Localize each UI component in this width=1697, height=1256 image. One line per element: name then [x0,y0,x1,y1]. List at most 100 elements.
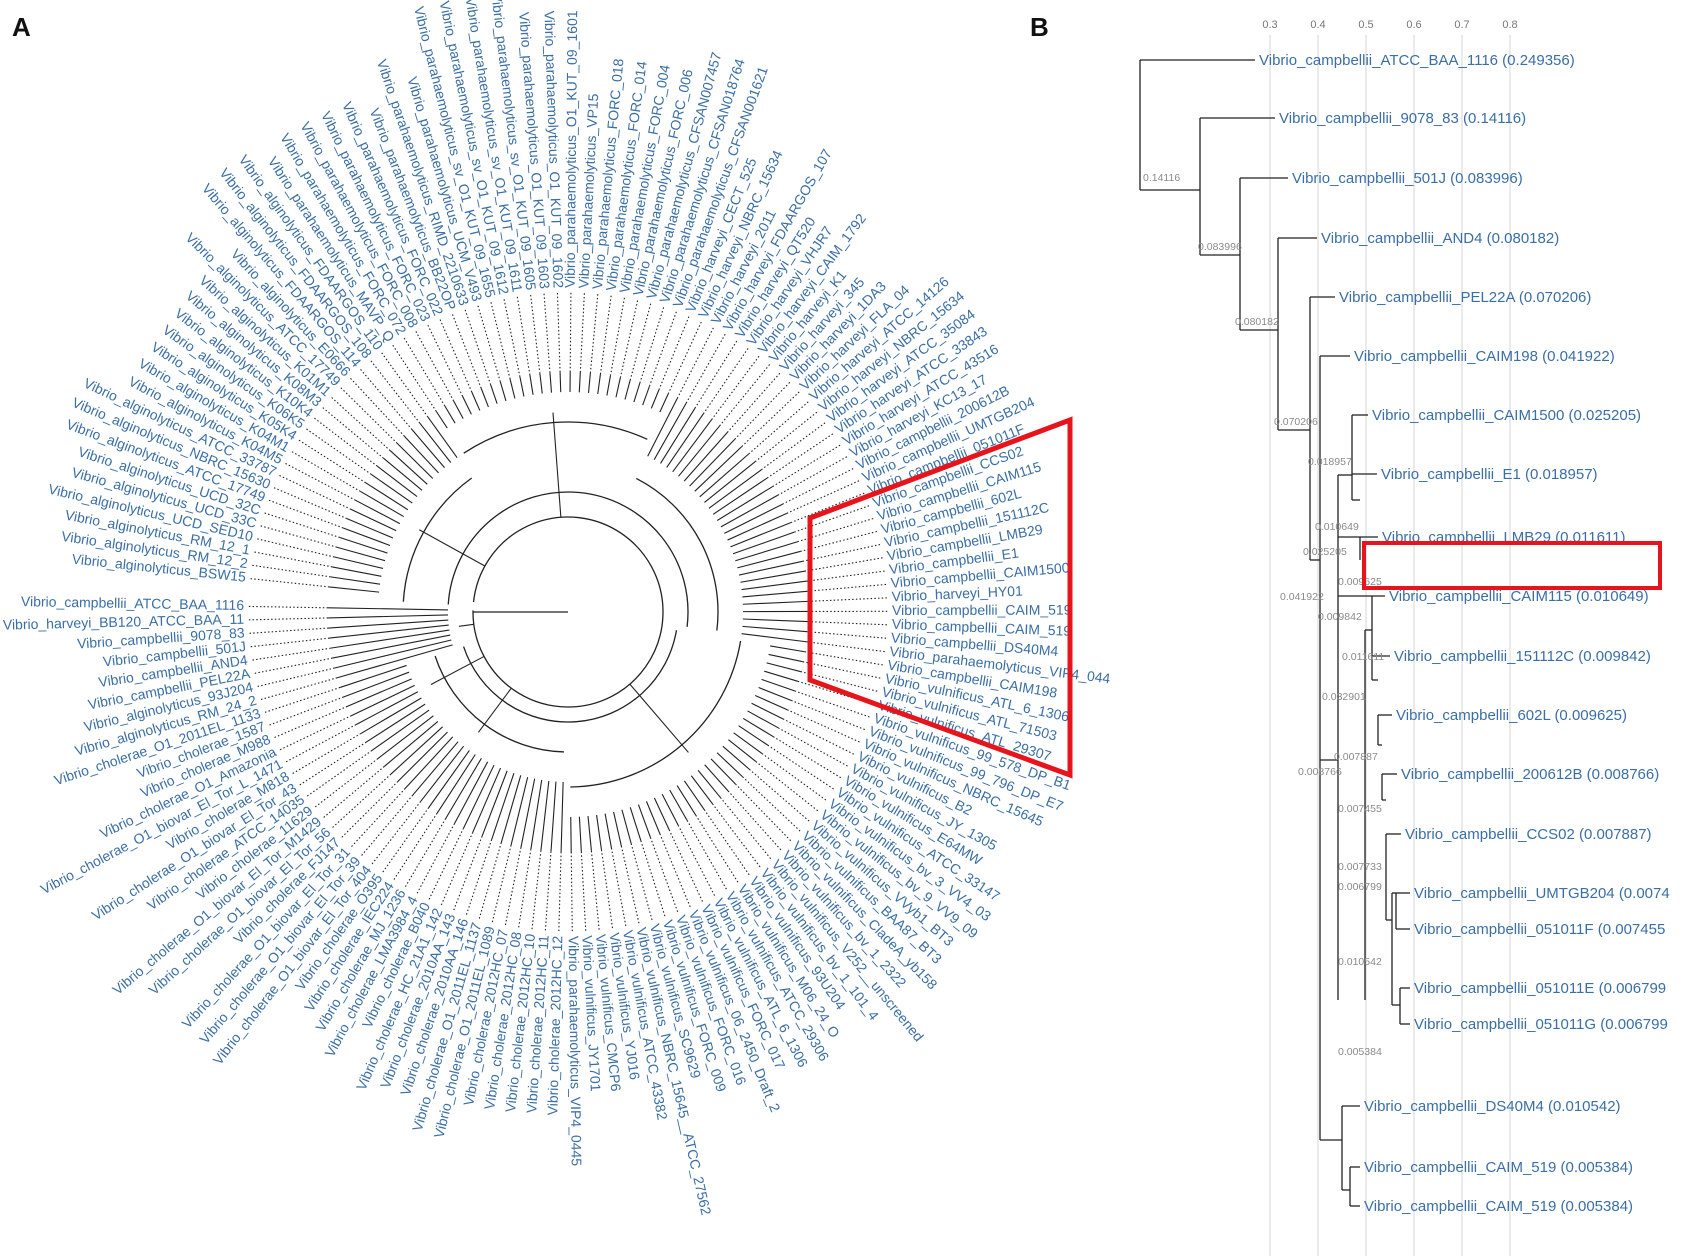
leaf-dotted-connector [786,479,860,514]
leaf-dotted-connector [544,851,552,932]
rect-leaf-label: Vibrio_campbellii_UMTGB204 (0.0074 [1414,885,1670,902]
leaf-dotted-connector [268,499,344,529]
leaf-dotted-connector [279,715,352,751]
leaf-dotted-connector [322,766,385,819]
leaf-branch [678,425,720,477]
leaf-dotted-connector [804,557,884,572]
leaf-branch [689,438,736,487]
leaf-branch [463,764,495,829]
node-support-label: 0.083996 [1198,241,1242,253]
leaf-branch [453,400,464,419]
leaf-dotted-connector [264,686,341,714]
highlight-box [1362,541,1662,590]
leaf-branch [741,580,807,591]
leaf-branch [428,750,470,808]
leaf-branch [716,752,743,778]
leaf-dotted-connector [600,849,614,929]
rect-leaf-label: Vibrio_campbellii_051011E (0.006799 [1414,980,1666,997]
rect-tree-branches [1139,59,1410,1207]
rect-leaf-label: Vibrio_campbellii_9078_83 (0.14116) [1279,110,1526,127]
leaf-branch [645,801,661,834]
node-support-values: 0.141160.0839960.0801820.0702060.0252050… [1143,172,1384,1058]
leaf-dotted-connector [727,790,782,851]
leaf-dotted-connector [464,308,492,385]
leaf-dotted-connector [452,835,483,912]
leaf-branch [742,717,774,738]
leaf-branch [741,633,807,643]
leaf-dotted-connector [440,832,474,906]
leaf-dotted-connector [782,467,855,505]
axis-tick-label: 0.7 [1454,19,1469,31]
rect-leaf-label: Vibrio_campbellii_051011F (0.007455 [1414,921,1665,938]
leaf-branch [647,398,678,457]
leaf-dotted-connector [381,807,430,873]
leaf-branch [766,662,801,673]
leaf-branch [472,767,502,833]
leaf-branch [724,503,783,534]
leaf-branch [764,670,798,682]
leaf-branch [351,684,415,717]
leaf-branch [435,411,448,429]
leaf-dotted-connector [766,432,834,479]
node-support-label: 0.070206 [1274,416,1318,428]
leaf-dotted-connector [777,727,849,767]
axis-tick-label: 0.8 [1502,19,1517,31]
leaf-branch [650,389,660,409]
rect-leaf-label: Vibrio_campbellii_DS40M4 (0.010542) [1364,1098,1621,1115]
leaf-dotted-connector [686,820,728,891]
leaf-branch [666,413,704,468]
leaf-dotted-connector [305,428,372,475]
leaf-dotted-connector [517,849,532,929]
leaf-dotted-connector [755,761,819,812]
axis-tick-label: 0.6 [1406,19,1421,31]
leaf-dotted-connector [404,818,447,888]
leaf-branch [742,618,808,623]
node-support-label: 0.006799 [1338,881,1382,893]
leaf-branch [704,764,729,792]
clade-stem [430,655,485,686]
node-support-label: 0.041922 [1280,591,1324,603]
leaf-dotted-connector [516,295,531,376]
leaf-dotted-connector [285,724,357,763]
leaf-dotted-connector [609,296,626,376]
leaf-branch [444,405,456,424]
leaf-branch [360,490,404,518]
leaf-branch [346,518,394,539]
node-support-label: 0.007733 [1338,861,1382,873]
leaf-dotted-connector [620,845,640,925]
leaf-dotted-connector [782,718,855,755]
leaf-dotted-connector [359,368,413,430]
node-support-label: 0.010649 [1315,521,1359,533]
leaf-dotted-connector [610,847,627,927]
leaf-branch [389,450,428,485]
leaf-branch [365,703,426,743]
leaf-branch [334,556,384,570]
circular-leaf-label: Vibrio_campbellii_ATCC_BAA_1116 [21,593,245,613]
node-support-label: 0.011611 [1342,651,1384,663]
leaf-dotted-connector [256,538,335,558]
leaf-branch [694,446,743,492]
leaf-branch [332,634,451,659]
panel-b-label: B [1030,12,1049,42]
leaf-branch [529,374,534,395]
leaf-dotted-connector [807,583,887,592]
leaf-dotted-connector [786,709,861,743]
leaf-branch [509,378,516,399]
leaf-branch [732,531,795,555]
leaf-dotted-connector [416,823,456,895]
leaf-dotted-connector [639,306,665,384]
leaf-branch [637,804,651,838]
leaf-dotted-connector [719,363,771,427]
leaf-branch [445,758,482,819]
leaf-branch [742,590,808,598]
leaf-branch [329,624,449,639]
leaf-branch [716,486,773,521]
leaf-dotted-connector [807,597,888,602]
circular-leaf-label: Vibrio_cholerae_2012HC_12 [544,935,565,1115]
leaf-branch [330,576,381,585]
leaf-dotted-connector [630,843,653,921]
leaf-branch [699,453,750,498]
leaf-dotted-connector [393,812,438,881]
leaf-branch [727,512,788,541]
leaf-dotted-connector [268,696,344,726]
